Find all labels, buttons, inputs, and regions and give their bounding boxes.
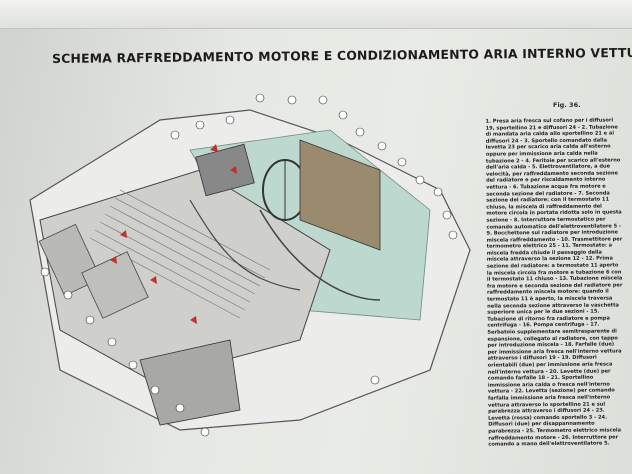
legend-text: 1. Presa aria fresca sul cofano per i di… bbox=[485, 117, 623, 448]
car-cutaway-illustration bbox=[29, 93, 471, 437]
figure-label: Fig. 36. bbox=[553, 101, 581, 109]
book-binding-edge bbox=[0, 0, 632, 29]
